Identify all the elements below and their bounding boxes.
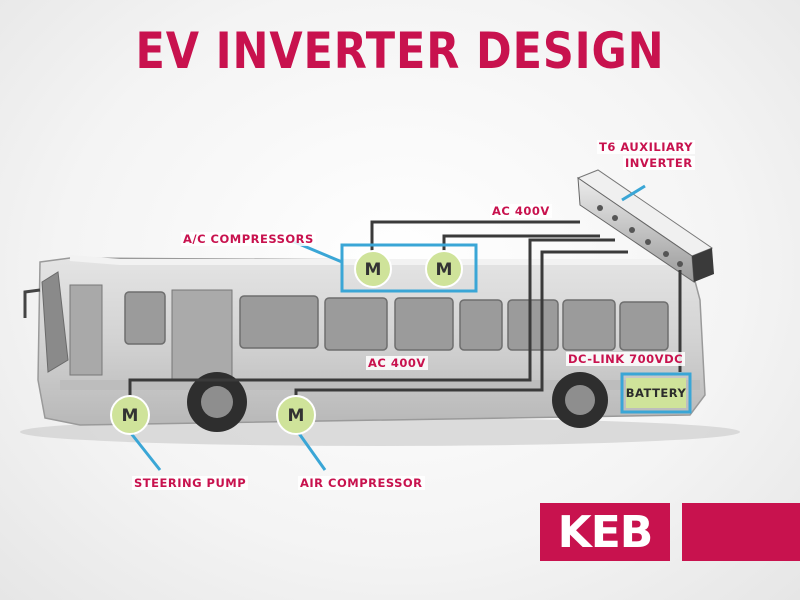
motor-ac-compressor-2: M (425, 250, 463, 288)
page-title: EV INVERTER DESIGN (135, 22, 665, 80)
inverter-unit (576, 169, 714, 283)
ac-compressors-highlight (340, 243, 478, 293)
inverter-label-line1: T6 AUXILIARY (597, 140, 695, 154)
motor-ac-compressor-1: M (354, 250, 392, 288)
wiring (128, 220, 682, 400)
battery-highlight (620, 372, 692, 414)
battery-label: BATTERY (626, 378, 686, 408)
bus-windows (124, 291, 669, 351)
svg-text:M: M (288, 406, 305, 426)
steering-pump-label: STEERING PUMP (132, 476, 249, 490)
ac-voltage-middle-label: AC 400V (366, 356, 428, 370)
air-compressor-label: AIR COMPRESSOR (298, 476, 425, 490)
keb-logo: KEB (540, 503, 670, 561)
inverter-label-line2: INVERTER (623, 156, 695, 170)
svg-text:M: M (436, 260, 453, 280)
svg-text:M: M (365, 260, 382, 280)
bus (23, 255, 706, 432)
dc-link-label: DC-LINK 700VDC (566, 352, 686, 366)
bus-wheels (187, 372, 608, 432)
svg-text:M: M (122, 406, 139, 426)
motor-steering-pump: M (110, 395, 150, 435)
logo-accent-bar (682, 503, 800, 561)
motor-air-compressor: M (276, 395, 316, 435)
ac-voltage-top-label: AC 400V (490, 204, 552, 218)
ac-compressors-label: A/C COMPRESSORS (181, 232, 316, 246)
